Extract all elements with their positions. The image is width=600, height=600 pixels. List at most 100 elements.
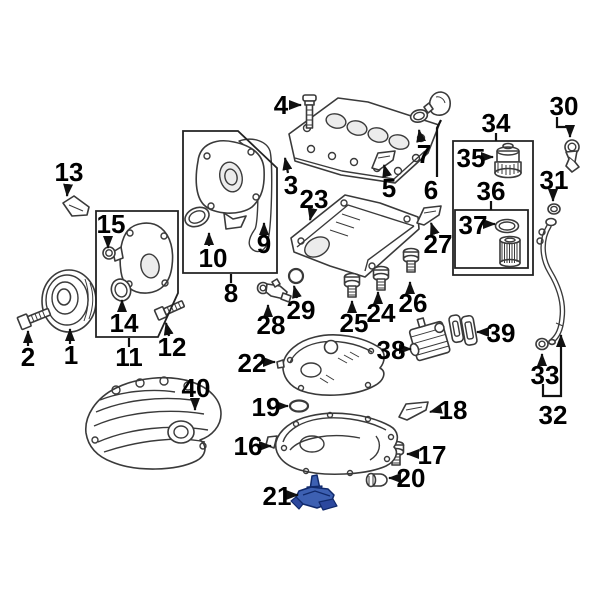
part-number-30[interactable]: 30 (550, 91, 579, 121)
part-number-26[interactable]: 26 (399, 288, 428, 318)
oring-29-part (287, 267, 305, 285)
part-number-40[interactable]: 40 (182, 373, 211, 403)
flanged-bolt-25-part (343, 272, 361, 298)
oil-pan-part (265, 411, 399, 477)
callout-40: 40 (182, 373, 211, 411)
callout-39: 39 (476, 318, 516, 348)
callout-15: 15 (97, 209, 126, 249)
part-number-12[interactable]: 12 (158, 332, 187, 362)
group-boxes (95, 130, 534, 338)
part-number-2[interactable]: 2 (21, 342, 35, 372)
bracket-pin-13-part (62, 195, 90, 217)
callout-16: 16 (234, 431, 272, 461)
callout-3: 3 (282, 157, 298, 200)
part-number-22[interactable]: 22 (238, 348, 267, 378)
part-number-8[interactable]: 8 (224, 278, 238, 308)
callout-8: 8 (224, 274, 238, 308)
valve-cover-part (288, 97, 440, 184)
part-number-29[interactable]: 29 (287, 295, 316, 325)
callout-37: 37 (459, 210, 496, 240)
part-number-3[interactable]: 3 (284, 170, 298, 200)
callout-32: 32 (539, 334, 568, 430)
group-box-36 (454, 209, 529, 269)
callout-29: 29 (287, 285, 316, 325)
callout-33: 33 (531, 353, 560, 390)
callout-21: 21 (263, 481, 299, 511)
part-number-25[interactable]: 25 (340, 308, 369, 338)
part-number-10[interactable]: 10 (199, 243, 228, 273)
part-number-21[interactable]: 21 (263, 481, 292, 511)
part-number-15[interactable]: 15 (97, 209, 126, 239)
part-number-34[interactable]: 34 (482, 108, 511, 138)
callout-4: 4 (274, 90, 302, 120)
callout-30: 30 (550, 91, 579, 138)
group-box-11 (95, 210, 179, 338)
part-number-4[interactable]: 4 (274, 90, 289, 120)
drain-plug-part (365, 472, 388, 488)
part-number-1[interactable]: 1 (64, 340, 78, 370)
part-number-27[interactable]: 27 (424, 229, 453, 259)
leader-line-3 (282, 157, 293, 174)
part-number-18[interactable]: 18 (439, 395, 468, 425)
leader-line-5 (382, 164, 392, 178)
leader-line-7 (416, 129, 427, 143)
part-number-33[interactable]: 33 (531, 360, 560, 390)
part-number-37[interactable]: 37 (459, 210, 488, 240)
part-number-36[interactable]: 36 (477, 176, 506, 206)
part-number-11[interactable]: 11 (115, 342, 143, 372)
leader-line-13 (63, 183, 74, 197)
part-number-19[interactable]: 19 (252, 392, 281, 422)
part-number-28[interactable]: 28 (257, 310, 286, 340)
position-sensor-28-part (256, 278, 292, 303)
callout-17: 17 (406, 440, 447, 470)
callout-27: 27 (424, 222, 453, 259)
callout-31: 31 (540, 165, 569, 202)
filter-oring-37-part (494, 218, 520, 234)
part-number-7[interactable]: 7 (417, 139, 431, 169)
lower-timing-cover-part (112, 222, 174, 294)
part-number-23[interactable]: 23 (300, 184, 329, 214)
oil-filler-cap-part (423, 91, 451, 116)
intake-manifold-part (85, 376, 222, 470)
oil-level-sensor-part[interactable] (290, 474, 338, 511)
oil-cooler-part (408, 317, 451, 362)
part-number-24[interactable]: 24 (367, 298, 396, 328)
part-number-6[interactable]: 6 (424, 175, 438, 205)
part-number-32[interactable]: 32 (539, 400, 568, 430)
callout-14: 14 (110, 299, 139, 338)
cooler-gasket-part (448, 314, 478, 346)
part-number-9[interactable]: 9 (257, 229, 271, 259)
part-number-16[interactable]: 16 (234, 431, 263, 461)
leader-line-27 (429, 222, 440, 236)
callout-2: 2 (21, 330, 35, 372)
dipstick-tube-part (536, 217, 566, 346)
bracket-pin-27-part (416, 205, 442, 226)
upper-oil-pan-part (290, 194, 420, 278)
part-number-39[interactable]: 39 (487, 318, 516, 348)
part-number-13[interactable]: 13 (55, 157, 84, 187)
dipstick-handle-part (564, 139, 580, 173)
part-number-14[interactable]: 14 (110, 308, 139, 338)
callout-25: 25 (340, 300, 369, 338)
part-number-17[interactable]: 17 (418, 440, 447, 470)
part-number-20[interactable]: 20 (397, 463, 426, 493)
part-number-35[interactable]: 35 (457, 143, 486, 173)
callout-13: 13 (55, 157, 84, 197)
part-number-31[interactable]: 31 (540, 165, 569, 195)
callout-23: 23 (300, 184, 329, 221)
callout-34: 34 (482, 108, 511, 141)
part-number-38[interactable]: 38 (377, 335, 406, 365)
part-number-5[interactable]: 5 (382, 173, 396, 203)
leader-line-6 (435, 119, 442, 177)
callout-9: 9 (257, 222, 271, 259)
upper-timing-cover-part (195, 140, 265, 230)
callout-18: 18 (429, 395, 468, 425)
flanged-bolt-24-part (372, 265, 390, 291)
valve-cover-bolt-part (302, 94, 317, 129)
callout-19: 19 (252, 392, 289, 422)
leader-line-12 (163, 322, 174, 337)
leader-line-29 (292, 285, 302, 299)
callout-35: 35 (457, 143, 494, 173)
